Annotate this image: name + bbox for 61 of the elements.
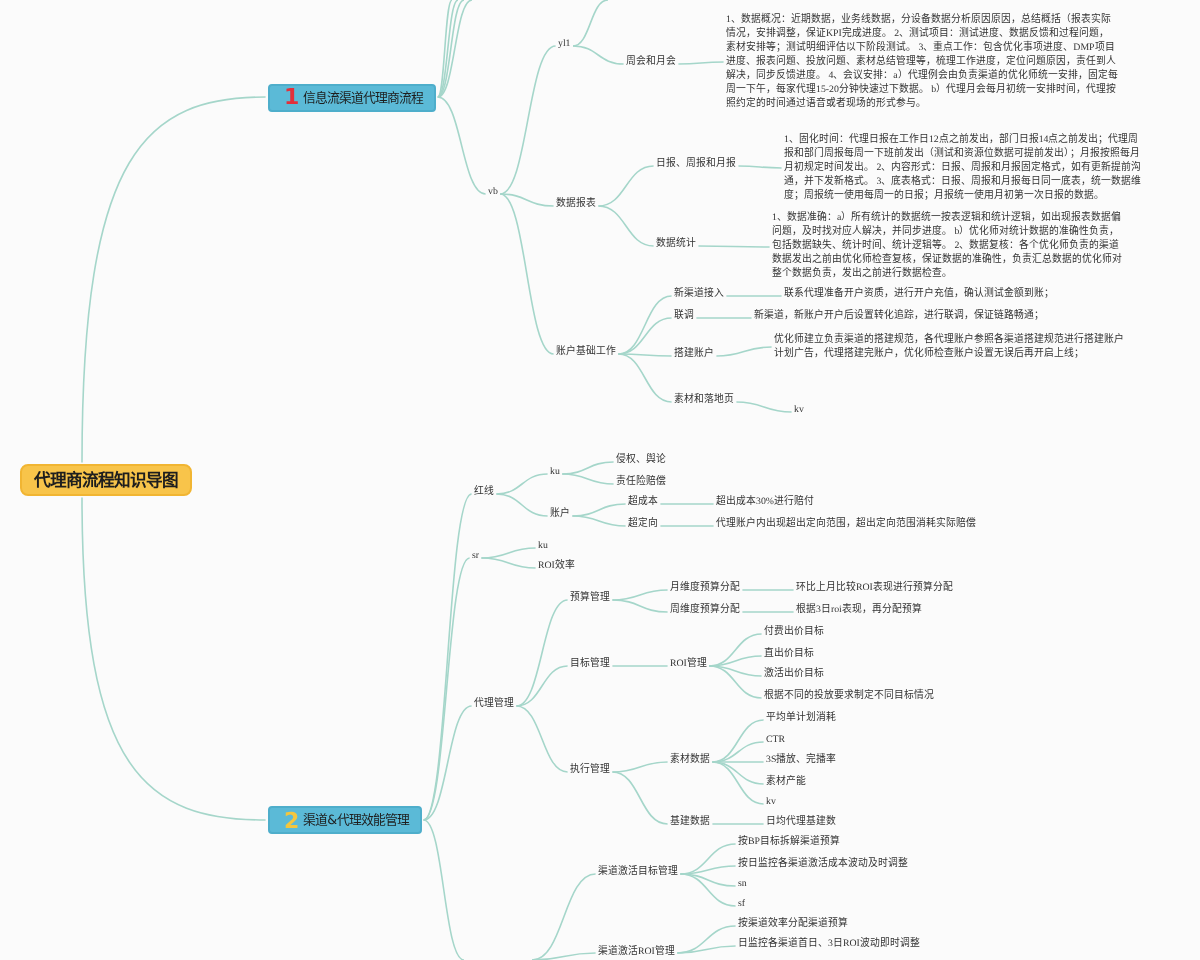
connector-line [711, 761, 765, 785]
connector-line [495, 493, 549, 517]
topic-number: 2 [284, 809, 300, 832]
connector-line [711, 761, 765, 763]
connector-line [422, 819, 465, 960]
connector-line [617, 353, 673, 357]
connector-line [515, 705, 569, 773]
connector-line [499, 193, 555, 207]
connector-line [422, 557, 471, 821]
connector-line [611, 761, 669, 773]
connector-line [437, 0, 465, 98]
connector-line [572, 45, 625, 65]
connector-line [711, 719, 765, 763]
connector-line [617, 295, 673, 355]
connector-line [499, 193, 555, 355]
topic-number: 1 [284, 86, 300, 109]
connector-line [659, 503, 715, 505]
connector-line [697, 245, 771, 248]
central-topic-box: 代理商流程知识导图 [20, 464, 192, 496]
connector-line [715, 346, 773, 357]
connector-line [597, 205, 655, 247]
connector-line [741, 589, 795, 591]
main-topic-box [268, 806, 422, 834]
connector-line [495, 473, 549, 495]
connector-line [597, 165, 655, 207]
connector-line [422, 705, 473, 821]
connector-line [422, 493, 473, 821]
connector-line [531, 952, 597, 960]
connector-line [695, 317, 753, 319]
connector-line [737, 165, 783, 169]
connector-line [708, 665, 763, 677]
connector-line [437, 0, 459, 98]
connector-line [679, 873, 737, 907]
connector-line [676, 945, 737, 954]
connector-line [708, 665, 763, 699]
connector-line [741, 611, 795, 613]
connector-line [81, 496, 267, 821]
connector-line [725, 295, 783, 297]
connector-line [711, 823, 765, 825]
connector-line [437, 0, 453, 98]
connector-line [480, 557, 537, 569]
connector-line [659, 525, 715, 527]
connector-line [611, 665, 669, 667]
connector-line [735, 401, 793, 413]
connector-line [531, 873, 597, 960]
main-topic-box [268, 83, 436, 111]
connector-line [611, 771, 669, 825]
connector-line [499, 45, 557, 195]
connector-line [677, 61, 725, 65]
connector-line [515, 599, 569, 707]
connector-line [611, 599, 669, 613]
connector-line [437, 0, 473, 98]
connector-line [572, 0, 609, 47]
connector-line [679, 873, 737, 887]
connector-line [571, 515, 627, 527]
connector-line [711, 761, 765, 805]
connector-line [617, 353, 673, 403]
connector-line [437, 96, 487, 195]
connector-line [81, 96, 267, 464]
connector-line [561, 473, 615, 485]
connector-line [515, 665, 569, 707]
